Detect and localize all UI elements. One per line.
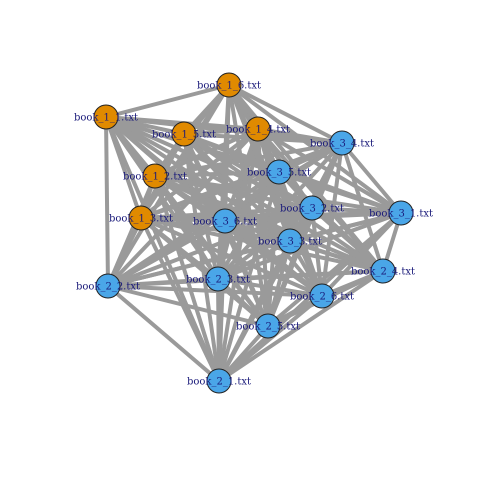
edge-book_3_1-book_3_3 [288,211,403,243]
edge-book_1_5-book_2_1 [182,132,221,383]
node-label-book-3-3: book_3_3.txt [258,237,322,248]
edge-book_2_3-book_3_3 [216,239,292,281]
node-label-book-2-6: book_2_6.txt [290,292,354,303]
node-label-book-2-3: book_2_3.txt [186,275,250,286]
node-book-2-3[interactable] [205,266,231,292]
node-label-book-3-5: book_3_5.txt [247,168,311,179]
edge-book_2_3-book_2_4 [216,269,385,281]
edge-book_1_1-book_1_6 [104,83,231,119]
edge-book_1_6-book_3_4 [227,83,344,145]
edge-book_2_2-book_3_5 [106,170,281,288]
edge-book_1_1-book_2_2 [104,115,110,288]
node-book-1-3[interactable] [128,205,154,231]
edge-book_2_6-book_3_4 [320,141,344,298]
node-label-book-3-2: book_3_2.txt [280,204,344,215]
edge-book_2_6-book_3_5 [277,170,324,298]
edge-book_2_2-book_3_6 [106,219,227,288]
node-book-3-2[interactable] [299,195,325,221]
edge-book_1_3-book_3_6 [139,216,227,223]
edge-book_2_2-book_2_5 [106,284,270,328]
edge-book_2_6-book_3_1 [320,211,403,298]
node-label-book-2-1: book_2_1.txt [187,377,251,388]
edge-book_2_1-book_3_6 [217,219,227,383]
node-book-3-1[interactable] [388,200,414,226]
node-label-book-3-4: book_3_4.txt [310,139,374,150]
edge-book_3_3-book_3_4 [288,141,344,243]
edge-book_1_5-book_2_3 [182,132,220,281]
edge-book_2_5-book_3_5 [266,170,281,328]
node-label-book-1-2: book_1_2.txt [123,172,187,183]
edge-book_2_6-book_3_2 [310,206,324,298]
edge-book_2_1-book_2_4 [217,269,385,383]
node-book-3-5[interactable] [266,159,292,185]
node-label-book-1-6: book_1_6.txt [197,81,261,92]
node-label-book-2-2: book_2_2.txt [76,282,140,293]
edge-book_3_1-book_3_4 [340,141,403,215]
edge-book_1_6-book_2_2 [106,83,231,288]
node-label-book-1-1: book_1_1.txt [74,113,138,124]
edge-book_3_1-book_3_5 [277,170,403,215]
edge-book_3_2-book_3_6 [223,206,314,223]
node-label-book-1-3: book_1_3.txt [109,214,173,225]
edge-book_2_2-book_3_2 [106,206,314,288]
edge-book_2_5-book_3_6 [223,219,270,328]
node-book-1-2[interactable] [142,163,168,189]
node-book-2-2[interactable] [95,273,121,299]
edge-book_1_6-book_3_6 [223,83,231,223]
edge-book_2_1-book_2_2 [106,284,221,383]
node-book-3-3[interactable] [277,228,303,254]
label-layer: book_1_1.txtbook_1_2.txtbook_1_3.txtbook… [74,81,433,388]
node-book-2-1[interactable] [206,368,232,394]
node-book-3-4[interactable] [329,130,355,156]
edge-book_2_4-book_3_4 [340,141,385,273]
node-label-book-1-4: book_1_4.txt [226,125,290,136]
node-book-1-6[interactable] [216,72,242,98]
edge-book_1_6-book_2_4 [227,83,385,273]
node-label-book-1-5: book_1_5.txt [152,130,216,141]
node-book-2-6[interactable] [309,283,335,309]
node-label-book-2-4: book_2_4.txt [351,267,415,278]
node-label-book-2-5: book_2_5.txt [236,322,300,333]
node-book-3-6[interactable] [212,208,238,234]
edge-book_2_5-book_3_1 [266,211,403,328]
edge-book_2_6-book_3_6 [223,219,324,298]
node-layer [93,72,414,394]
edge-book_1_5-book_3_2 [182,132,314,210]
node-book-2-5[interactable] [255,313,281,339]
node-label-book-3-1: book_3_1.txt [369,209,433,220]
node-book-1-5[interactable] [171,121,197,147]
node-book-2-4[interactable] [370,258,396,284]
node-label-book-3-6: book_3_6.txt [193,217,257,228]
node-book-1-4[interactable] [245,116,271,142]
edge-book_1_6-book_3_1 [227,83,403,215]
edge-book_1_6-book_3_3 [227,83,292,243]
edge-book_1_3-book_2_1 [139,216,221,383]
node-book-1-1[interactable] [93,104,119,130]
